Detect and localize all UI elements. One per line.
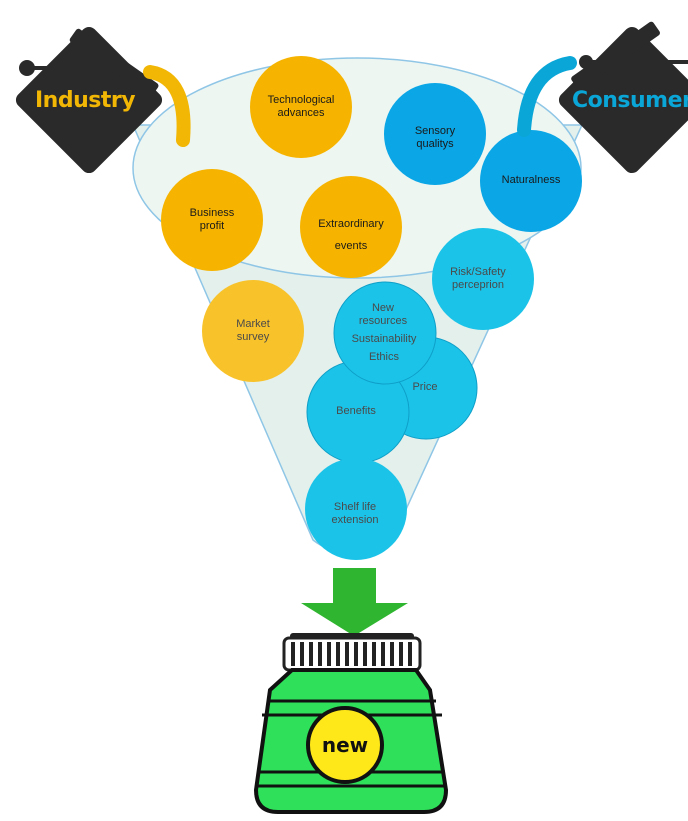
factor-line: profit [199,220,225,232]
industry-connector [143,65,191,147]
factor-line: Market [236,318,270,330]
circle-risk-safety [432,228,534,330]
factor-price: Price [412,381,438,393]
factor-new-resources: New resources [323,302,443,328]
circle-technological-advances [250,56,352,158]
factor-line: Technological [267,94,335,106]
factor-technological-advances: Technological advances [241,94,361,120]
factor-sustainability: Sustainability [351,333,417,345]
factor-sensory-qualitys: Sensory qualitys [375,125,495,151]
circle-extraordinary-events [300,176,402,278]
circle-shelf-life [305,458,407,560]
factor-ethics: Ethics [369,351,399,363]
industry-label: Industry [35,88,136,113]
consumer-label: Consumer [572,88,688,113]
consumer-connector [517,56,577,137]
factor-line: Extraordinary [318,218,384,230]
factor-shelf-life-extension: Shelf life extension [295,501,415,527]
industry-tag-icon [15,26,163,174]
factor-risk-safety: Risk/Safety perceprion [418,266,538,292]
factor-extraordinary-events: Extraordinary events [291,213,411,257]
circle-new-resources [333,281,437,385]
new-product-label: new [321,733,369,757]
factor-naturalness: Naturalness [471,174,591,187]
factor-business-profit: Business profit [152,207,272,233]
factor-line: qualitys [416,138,454,150]
circle-business-profit [161,169,263,271]
factor-line: advances [277,107,325,119]
factor-line: Shelf life [333,501,377,513]
factor-line: Sensory [414,125,456,137]
factor-line: perceprion [452,279,504,291]
consumer-tag-icon [558,21,688,174]
circle-naturalness [480,130,582,232]
factor-line: Business [189,207,235,219]
jar-icon [253,633,449,814]
factor-line: survey [236,331,270,343]
factor-line: Naturalness [501,174,561,186]
factor-market-survey: Market survey [193,318,313,344]
factor-line: New [371,302,394,314]
circle-market-survey [202,280,304,382]
factor-line: Risk/Safety [450,266,506,278]
factor-benefits: Benefits [336,405,376,417]
factor-line: resources [358,315,408,327]
down-arrow-icon [301,568,408,636]
factor-line: extension [331,514,379,526]
factor-line: events [334,240,368,252]
circle-sensory-qualitys [384,83,486,185]
